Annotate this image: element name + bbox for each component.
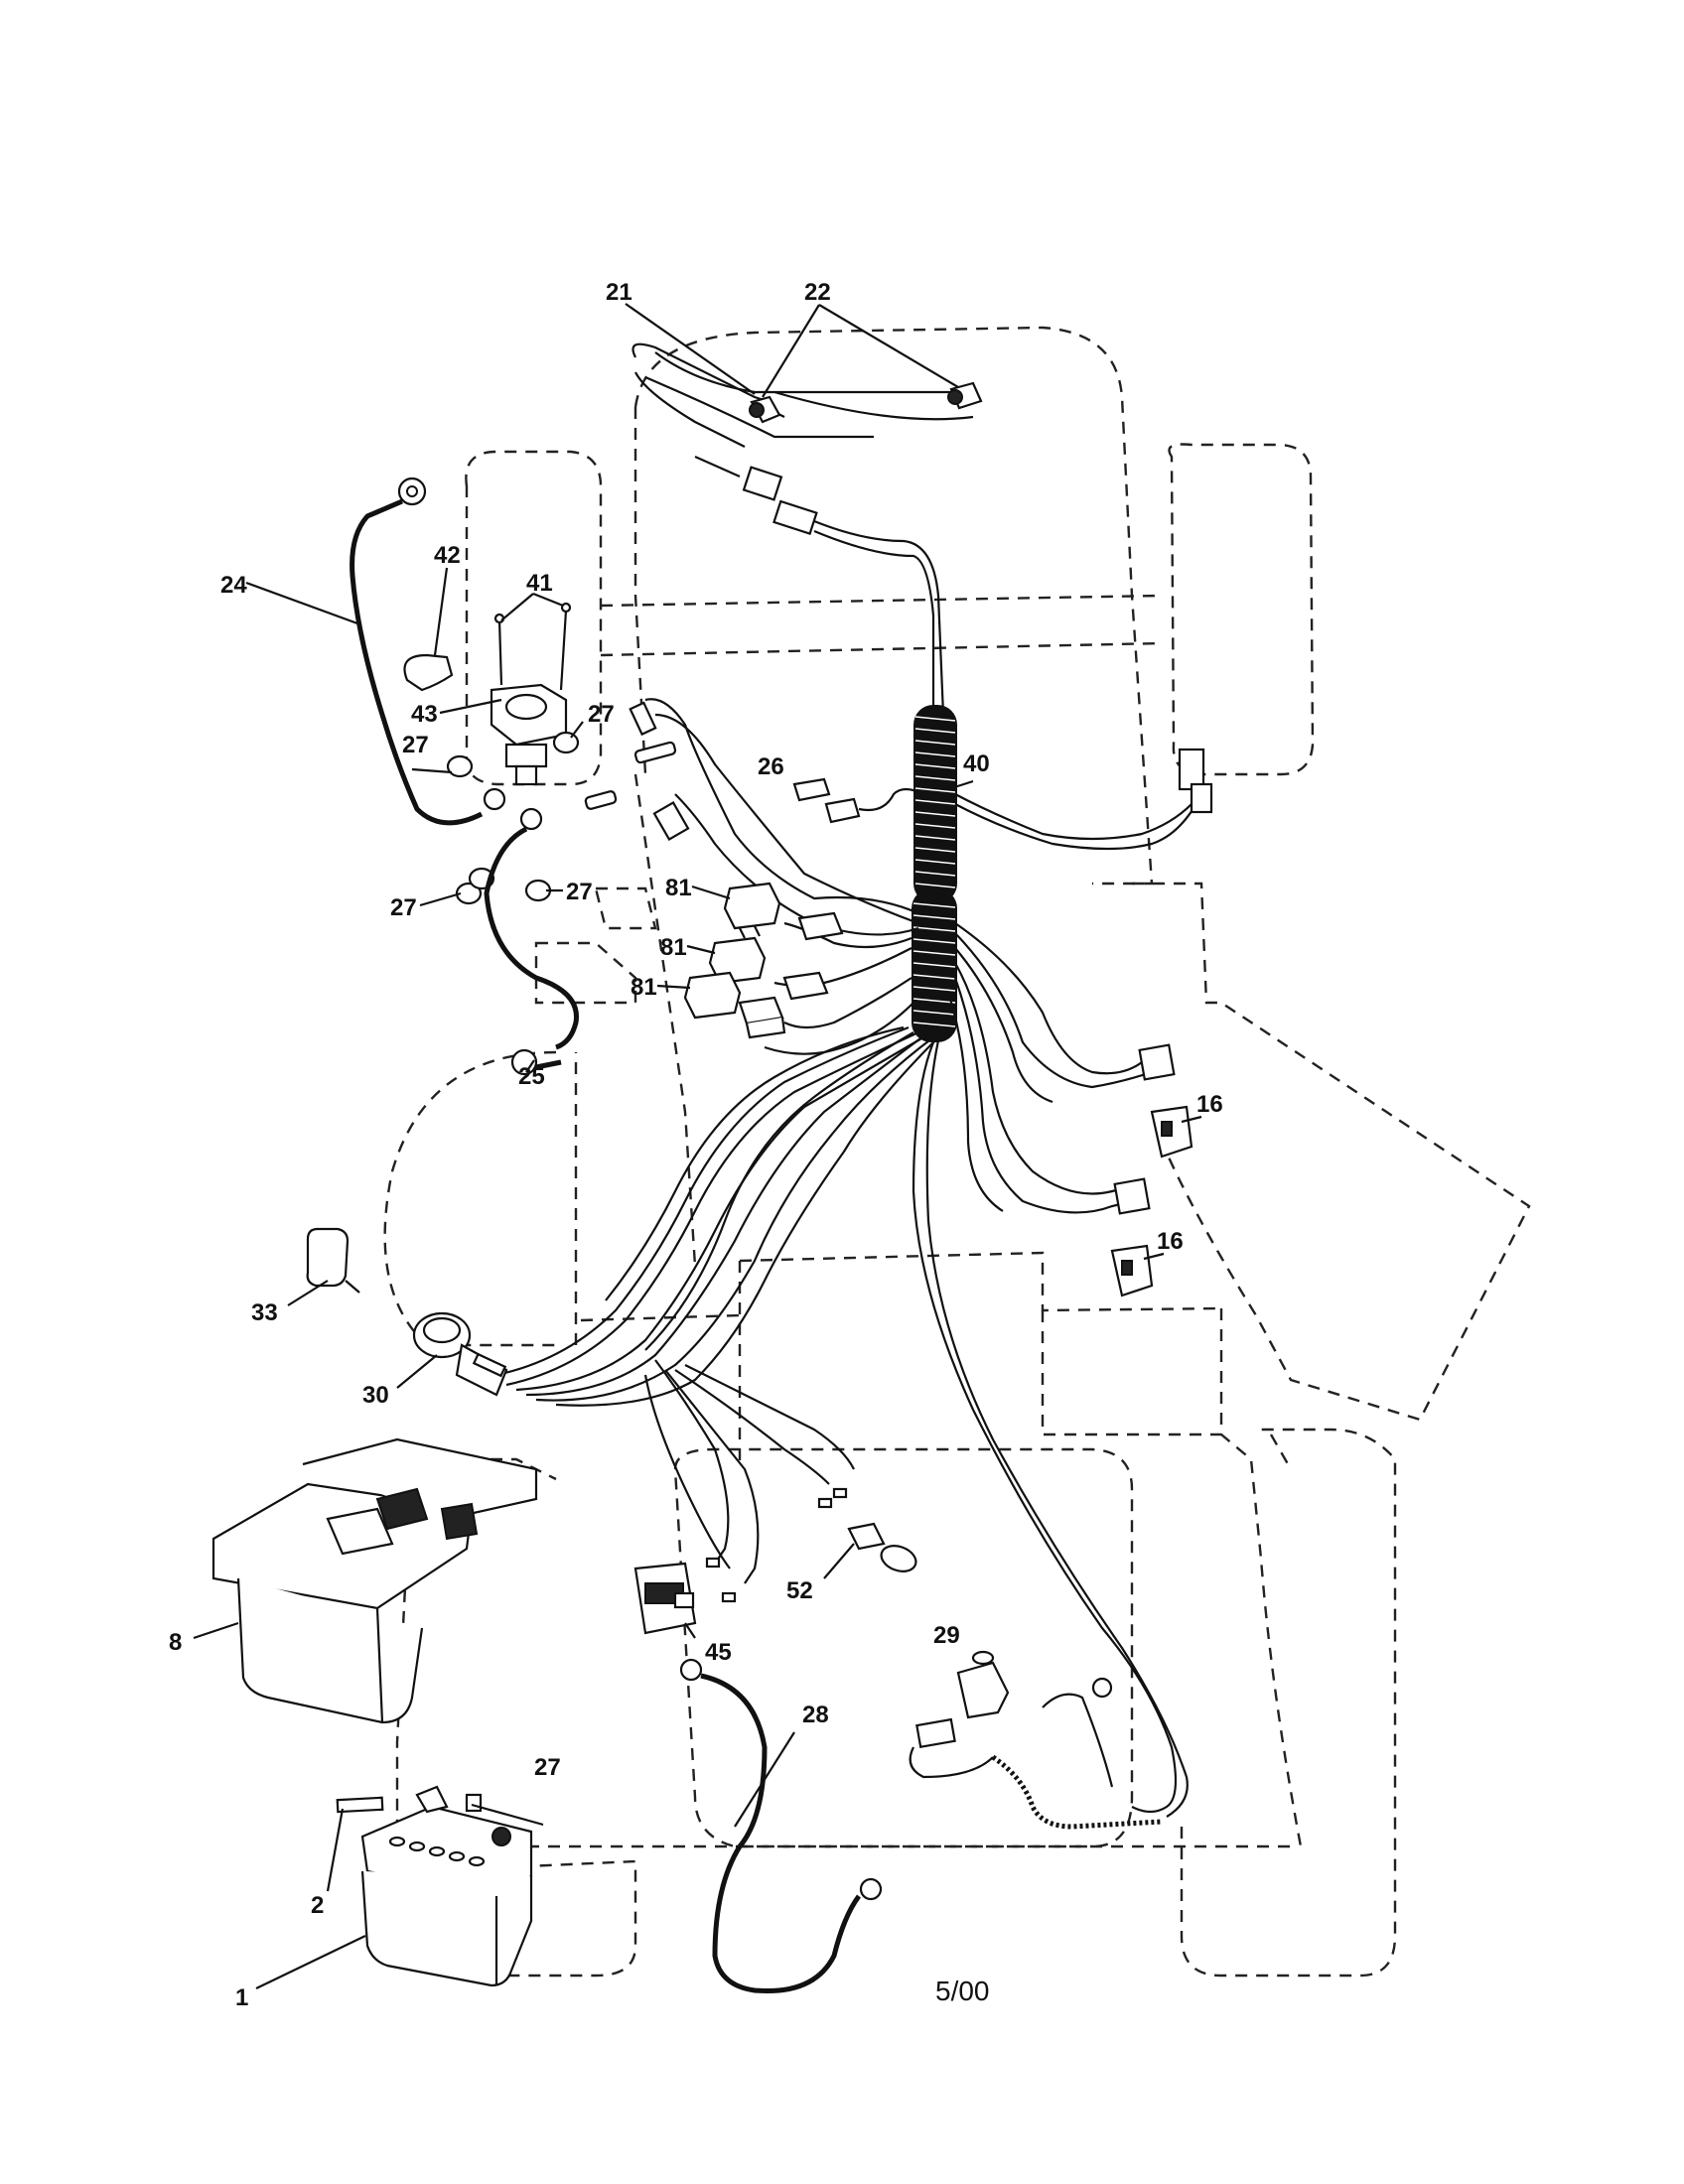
callout-25: 25 — [518, 1063, 545, 1090]
solenoid-boot-42 — [403, 653, 454, 692]
callout-22: 22 — [804, 279, 831, 306]
headlight-harness — [632, 342, 974, 716]
callout-labels: 21 22 42 41 24 43 27 27 27 27 27 26 40 8… — [169, 279, 1223, 2011]
battery-bolt-2 — [336, 1785, 483, 1814]
conduit-upper — [913, 705, 957, 903]
callout-1: 1 — [235, 1984, 248, 2011]
cable-28 — [679, 1658, 883, 1994]
small-connectors — [705, 1487, 848, 1603]
callout-81-a: 81 — [665, 875, 692, 901]
battery-box-8 — [211, 1437, 538, 1724]
conduit-lower — [912, 888, 957, 1042]
relay-81-a — [723, 882, 781, 939]
callout-41: 41 — [526, 570, 553, 597]
callout-2: 2 — [311, 1892, 324, 1919]
hex-nuts — [446, 731, 580, 905]
callout-16-a: 16 — [1196, 1091, 1223, 1118]
callout-27-d: 27 — [566, 879, 593, 905]
callout-27-c: 27 — [390, 894, 417, 921]
solenoid-assembly — [490, 602, 572, 786]
callout-81-c: 81 — [631, 974, 657, 1001]
leader-lines — [193, 303, 1202, 1989]
relay-sockets — [738, 911, 844, 1039]
part-52 — [847, 1522, 917, 1572]
callout-43: 43 — [411, 701, 438, 728]
callout-28: 28 — [802, 1702, 829, 1728]
coiled-cord — [909, 1677, 1163, 1830]
callout-16-b: 16 — [1157, 1228, 1184, 1255]
callout-26: 26 — [758, 753, 784, 780]
part-29 — [956, 1650, 1010, 1719]
callout-27-b: 27 — [402, 732, 429, 758]
callout-81-b: 81 — [660, 934, 687, 961]
ground-cable-25 — [484, 807, 579, 1076]
callout-52: 52 — [786, 1577, 813, 1604]
main-harness-40 — [495, 698, 1213, 1818]
relay-81-b — [708, 936, 767, 985]
battery-cell-caps — [388, 1836, 486, 1867]
module-45 — [633, 1562, 697, 1635]
callout-21: 21 — [606, 279, 632, 306]
bulb-left — [749, 395, 781, 424]
callout-30: 30 — [362, 1382, 389, 1409]
connector-26 — [792, 777, 924, 824]
chassis-outline — [383, 326, 1531, 1978]
key-33 — [306, 1227, 360, 1294]
bulb-right — [947, 381, 983, 410]
battery-1 — [360, 1805, 533, 1987]
callout-27-e: 27 — [534, 1754, 561, 1781]
callout-29: 29 — [933, 1622, 960, 1649]
callout-8: 8 — [169, 1629, 182, 1656]
relay-81-c — [683, 971, 742, 1020]
fuse-holder — [584, 701, 690, 841]
battery-cable-24 — [350, 477, 506, 826]
callout-42: 42 — [434, 542, 461, 569]
switch-connectors — [1113, 1043, 1176, 1215]
switch-16-lower — [1110, 1244, 1154, 1297]
callout-33: 33 — [251, 1299, 278, 1326]
callout-40: 40 — [963, 751, 990, 777]
callout-24: 24 — [220, 572, 247, 599]
ignition-switch-30 — [412, 1311, 508, 1397]
callout-45: 45 — [705, 1639, 732, 1666]
date-code: 5/00 — [935, 1976, 990, 2006]
switch-16-upper — [1150, 1105, 1193, 1159]
callout-27-a: 27 — [588, 701, 615, 728]
